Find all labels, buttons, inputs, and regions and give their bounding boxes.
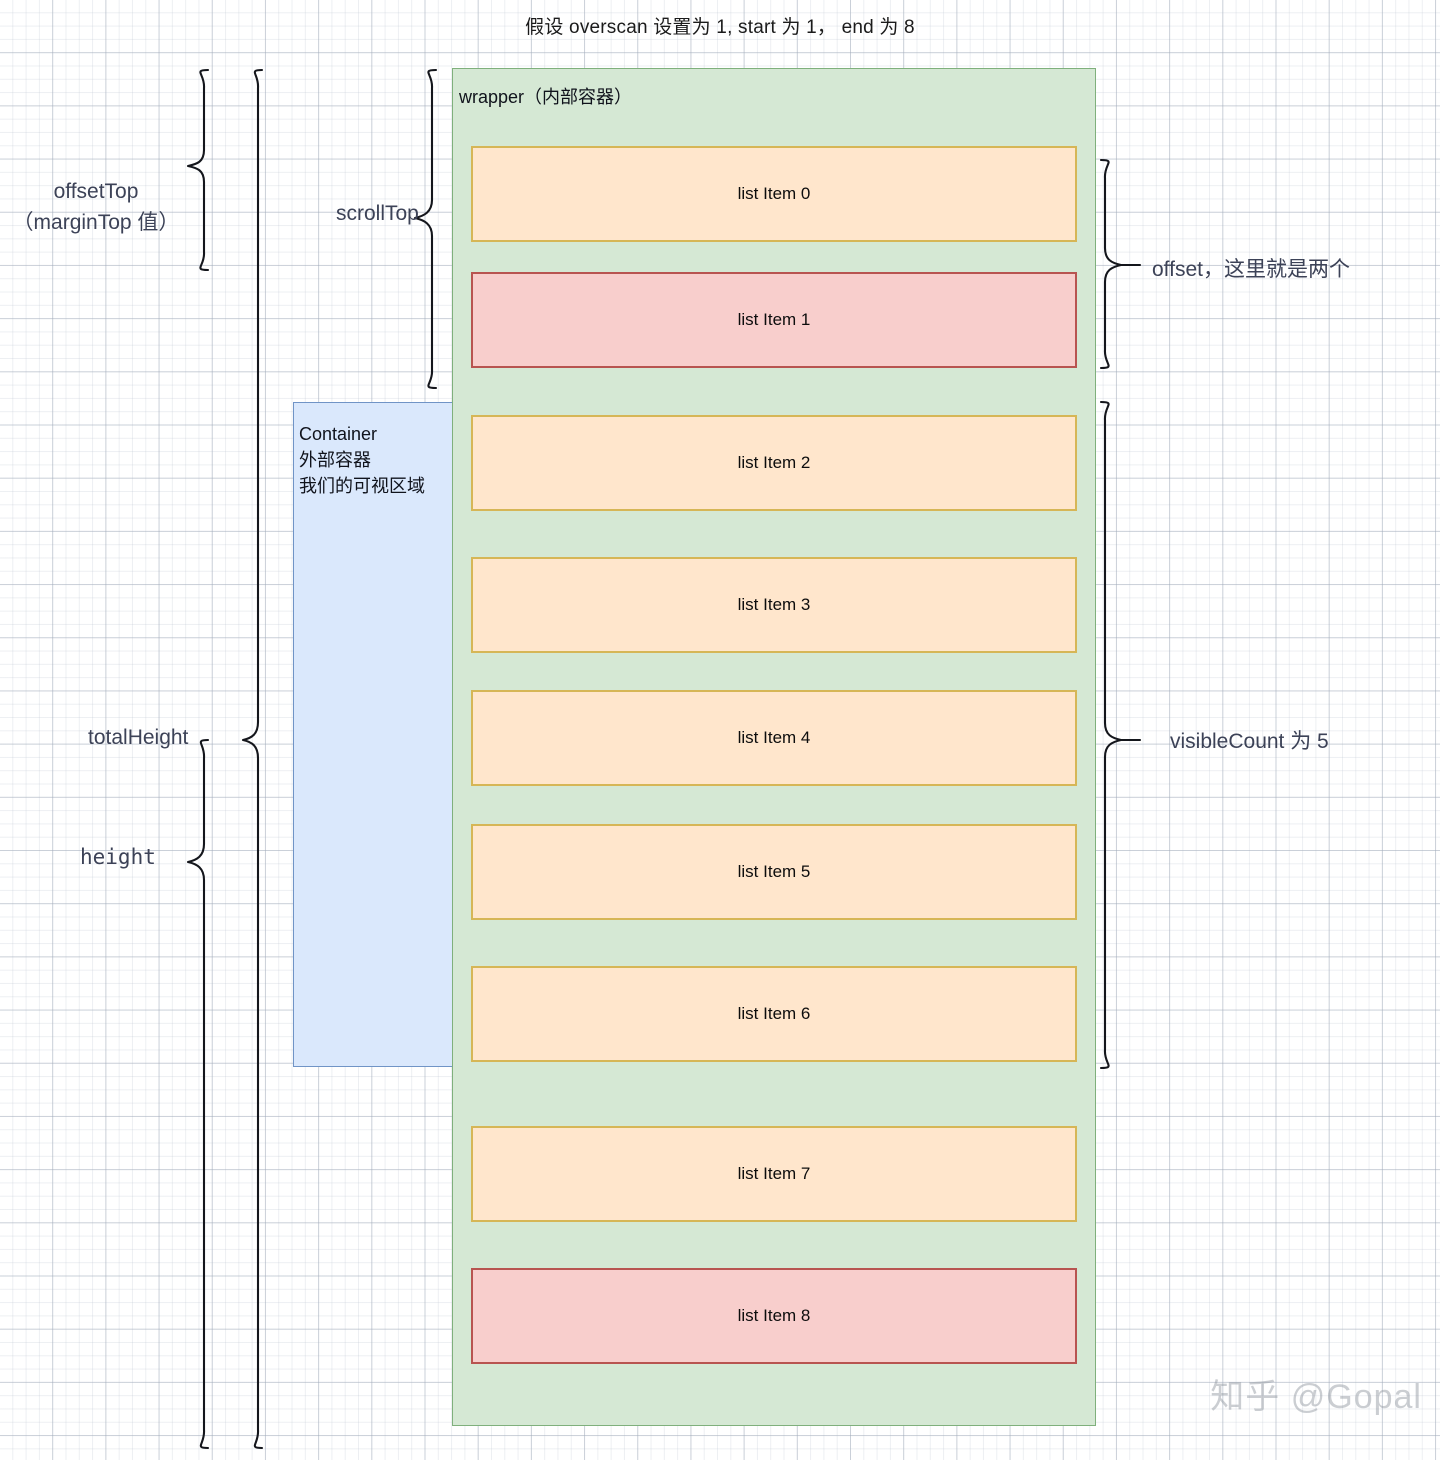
annotation-total-height: totalHeight — [88, 726, 189, 749]
annotation-visible-count: visibleCount 为 5 — [1170, 730, 1329, 753]
watermark: 知乎 @Gopal — [1210, 1378, 1422, 1416]
list-item-label: list Item 6 — [737, 1004, 811, 1023]
list-item-label: list Item 7 — [737, 1164, 811, 1183]
list-item: list Item 3 — [471, 557, 1077, 653]
list-item-label: list Item 3 — [737, 595, 811, 614]
list-item: list Item 7 — [471, 1126, 1077, 1222]
container-label: Container 外部容器 我们的可视区域 — [299, 424, 425, 496]
list-item: list Item 2 — [471, 415, 1077, 511]
list-item: list Item 6 — [471, 966, 1077, 1062]
list-item: list Item 0 — [471, 146, 1077, 242]
annotation-offset: offset，这里就是两个 — [1152, 258, 1350, 281]
list-item: list Item 5 — [471, 824, 1077, 920]
list-item-label: list Item 2 — [737, 453, 811, 472]
list-item-label: list Item 8 — [737, 1306, 811, 1325]
list-item-label: list Item 5 — [737, 862, 811, 881]
list-item-label: list Item 1 — [737, 310, 811, 329]
annotation-height: height — [80, 845, 156, 869]
annotation-scroll-top: scrollTop — [336, 202, 419, 225]
diagram-title: 假设 overscan 设置为 1, start 为 1， end 为 8 — [525, 17, 915, 38]
list-item-label: list Item 0 — [737, 184, 811, 203]
annotation-offset-top: offsetTop （marginTop 值） — [12, 180, 180, 234]
list-item: list Item 1 — [471, 272, 1077, 368]
list-item-label: list Item 4 — [737, 728, 811, 747]
wrapper-label: wrapper（内部容器） — [459, 87, 633, 107]
list-item: list Item 8 — [471, 1268, 1077, 1364]
list-item: list Item 4 — [471, 690, 1077, 786]
